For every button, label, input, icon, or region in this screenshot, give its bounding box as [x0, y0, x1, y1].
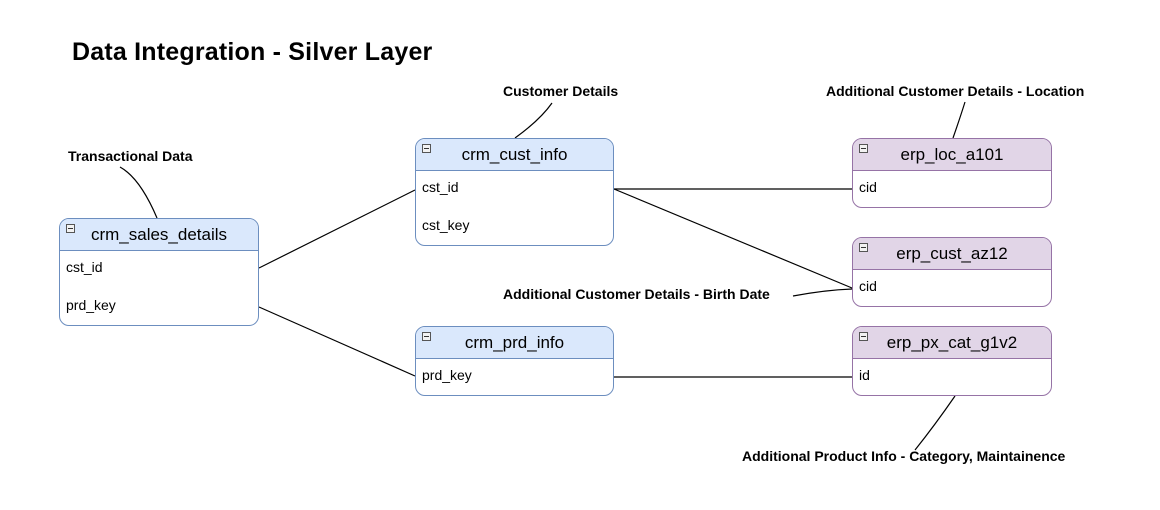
table-name: erp_loc_a101	[900, 145, 1004, 164]
field-cst-id: cst_id	[66, 259, 103, 275]
collapse-minus-icon[interactable]	[422, 332, 431, 341]
page-title: Data Integration - Silver Layer	[72, 38, 433, 66]
annotation-customer-details: Customer Details	[503, 83, 619, 99]
callout-location	[952, 101, 966, 139]
annotation-product-info: Additional Product Info - Category, Main…	[742, 448, 1066, 464]
annotation-location: Additional Customer Details - Location	[826, 83, 1085, 99]
collapse-minus-icon[interactable]	[859, 243, 868, 252]
field-cst-key: cst_key	[422, 217, 470, 233]
table-name: crm_prd_info	[464, 333, 565, 352]
collapse-minus-icon[interactable]	[422, 144, 431, 153]
table-header: crm_cust_info	[416, 139, 613, 171]
field-cid: cid	[859, 179, 877, 195]
table-header: erp_loc_a101	[853, 139, 1051, 171]
table-name: crm_cust_info	[461, 145, 568, 164]
field-prd-key: prd_key	[422, 367, 472, 383]
table-crm-prd-info[interactable]: crm_prd_info prd_key	[415, 326, 614, 396]
collapse-minus-icon[interactable]	[66, 224, 75, 233]
field-id: id	[859, 367, 870, 383]
field-cid: cid	[859, 278, 877, 294]
table-header: erp_cust_az12	[853, 238, 1051, 270]
table-header: crm_prd_info	[416, 327, 613, 359]
field-cst-id: cst_id	[422, 179, 459, 195]
connector-cust-az12	[613, 188, 853, 289]
callout-transactional	[119, 166, 158, 219]
table-crm-sales-details[interactable]: crm_sales_details cst_id prd_key	[59, 218, 259, 326]
annotation-transactional-data: Transactional Data	[68, 148, 193, 164]
connector-sales-prd	[258, 306, 416, 377]
callout-product-info	[914, 395, 956, 451]
table-erp-loc-a101[interactable]: erp_loc_a101 cid	[852, 138, 1052, 208]
table-name: crm_sales_details	[90, 225, 228, 244]
table-erp-cust-az12[interactable]: erp_cust_az12 cid	[852, 237, 1052, 307]
table-header: erp_px_cat_g1v2	[853, 327, 1051, 359]
connector-sales-cust	[258, 189, 416, 269]
table-erp-px-cat-g1v2[interactable]: erp_px_cat_g1v2 id	[852, 326, 1052, 396]
collapse-minus-icon[interactable]	[859, 144, 868, 153]
table-header: crm_sales_details	[60, 219, 258, 251]
annotation-birth-date: Additional Customer Details - Birth Date	[503, 286, 770, 302]
field-prd-key: prd_key	[66, 297, 116, 313]
callout-customer-details	[514, 102, 553, 139]
table-name: erp_cust_az12	[896, 244, 1008, 263]
table-name: erp_px_cat_g1v2	[886, 333, 1018, 352]
callout-birth-date	[792, 288, 853, 297]
collapse-minus-icon[interactable]	[859, 332, 868, 341]
table-crm-cust-info[interactable]: crm_cust_info cst_id cst_key	[415, 138, 614, 246]
